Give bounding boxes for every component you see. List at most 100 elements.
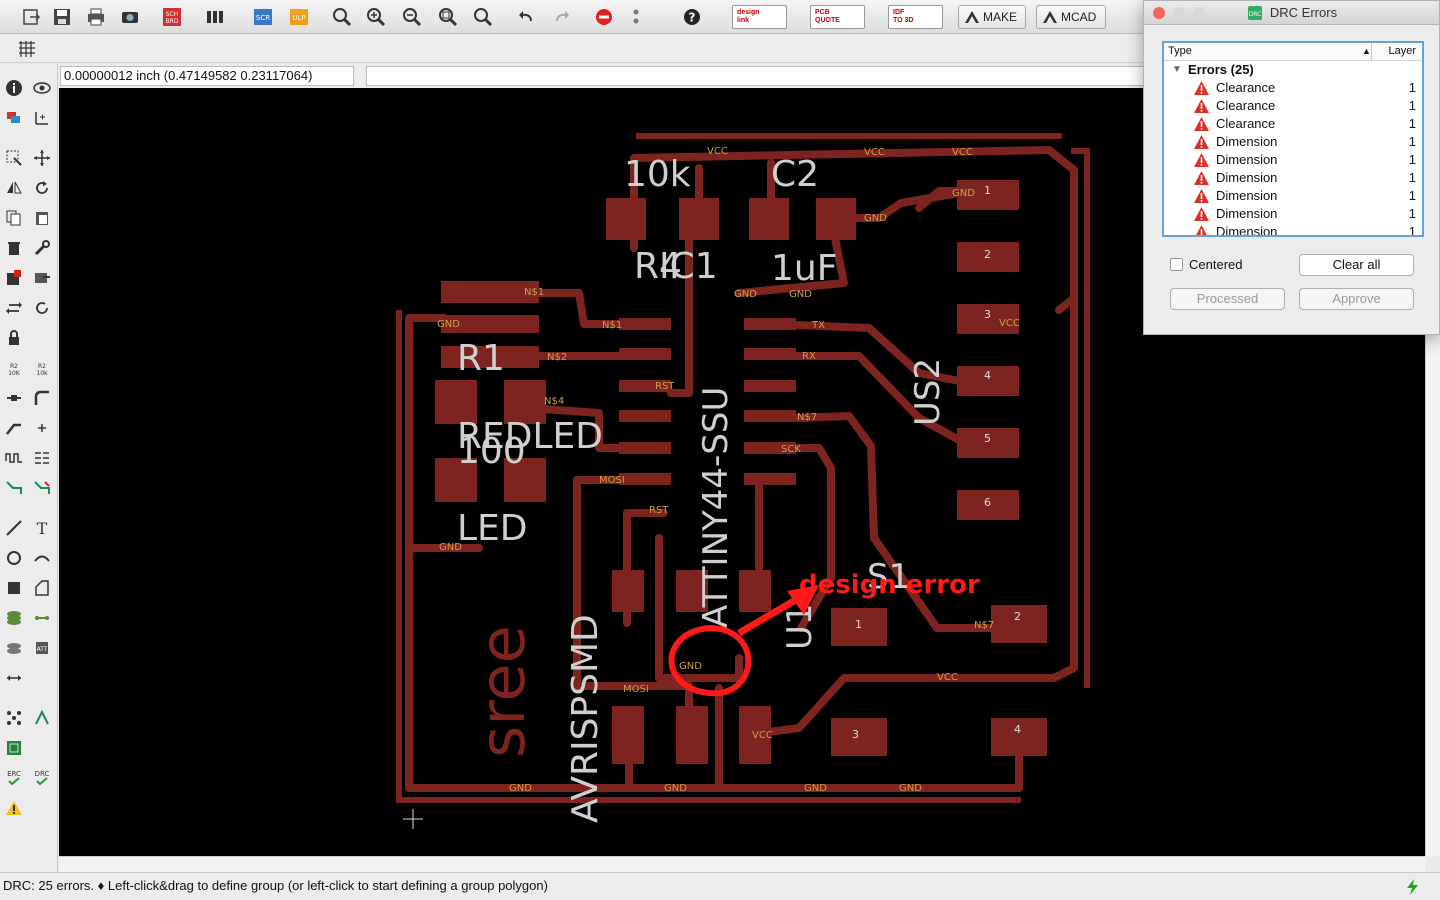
warning-icon	[1194, 99, 1209, 113]
rect-icon[interactable]	[3, 577, 25, 599]
zoom-button[interactable]	[1193, 7, 1205, 19]
via-icon[interactable]	[3, 607, 25, 629]
miter-icon[interactable]	[31, 387, 53, 409]
show-icon[interactable]	[31, 77, 53, 99]
ratsnest-icon[interactable]	[3, 707, 25, 729]
layer-column-header[interactable]: Layer	[1388, 45, 1416, 57]
mcad-button[interactable]: MCAD	[1036, 5, 1106, 29]
zoom-select-icon[interactable]	[436, 5, 460, 29]
clear-all-button[interactable]: Clear all	[1299, 254, 1414, 276]
script-icon[interactable]: SCR	[252, 5, 276, 29]
wire-icon[interactable]	[3, 517, 25, 539]
swap-icon[interactable]	[3, 297, 25, 319]
ulp-icon[interactable]: ULP	[288, 5, 312, 29]
hole-icon[interactable]	[3, 637, 25, 659]
pcb-quote-button[interactable]: PCB QUOTE	[810, 5, 865, 29]
change-icon[interactable]	[31, 237, 53, 259]
copy-icon[interactable]	[3, 207, 25, 229]
arc-icon[interactable]	[31, 547, 53, 569]
zoom-out-icon[interactable]	[400, 5, 424, 29]
auto-route-icon[interactable]	[31, 707, 53, 729]
save-icon[interactable]	[50, 5, 74, 29]
centered-checkbox[interactable]: Centered	[1170, 257, 1242, 272]
rotate-icon[interactable]	[31, 177, 53, 199]
paste-icon[interactable]	[31, 207, 53, 229]
autorouter-icon[interactable]	[31, 477, 53, 499]
meander-icon[interactable]	[3, 447, 25, 469]
help-icon[interactable]: ?	[680, 5, 704, 29]
erc-icon[interactable]: ERC	[3, 767, 25, 789]
errors-icon[interactable]	[3, 797, 25, 819]
polygon-icon[interactable]	[31, 577, 53, 599]
grid-icon[interactable]	[16, 37, 40, 61]
text-icon[interactable]: T	[31, 517, 53, 539]
mark-icon[interactable]	[31, 107, 53, 129]
dimension-icon[interactable]	[3, 667, 25, 689]
label-us2: US2	[908, 358, 948, 426]
print-icon[interactable]	[84, 5, 108, 29]
stop-icon[interactable]	[592, 5, 616, 29]
redo-icon[interactable]	[550, 5, 574, 29]
lightning-icon[interactable]	[1406, 879, 1420, 895]
errors-group-row[interactable]: ▼ Errors (25)	[1164, 61, 1422, 79]
make-button[interactable]: MAKE	[958, 5, 1026, 29]
command-line-input[interactable]	[366, 66, 1146, 86]
drc-icon[interactable]: DRC	[31, 767, 53, 789]
library-icon[interactable]	[204, 5, 228, 29]
approve-button[interactable]: Approve	[1299, 288, 1414, 310]
horizontal-scrollbar[interactable]	[59, 856, 1425, 872]
display-layers-icon[interactable]	[3, 107, 25, 129]
delete-icon[interactable]	[3, 237, 25, 259]
smash-icon[interactable]	[3, 387, 25, 409]
add-icon[interactable]	[3, 267, 25, 289]
group-icon[interactable]	[3, 147, 25, 169]
lock-icon[interactable]	[3, 327, 25, 349]
checkbox-box[interactable]	[1170, 258, 1183, 271]
type-column-header[interactable]: Type	[1168, 45, 1192, 57]
close-button[interactable]	[1153, 7, 1165, 19]
move-icon[interactable]	[31, 147, 53, 169]
split-icon[interactable]	[3, 417, 25, 439]
zoom-fit-icon[interactable]	[330, 5, 354, 29]
undo-icon[interactable]	[514, 5, 538, 29]
signal-icon[interactable]	[31, 607, 53, 629]
idf-to-3d-button[interactable]: IDF TO 3D	[888, 5, 943, 29]
info-icon[interactable]	[3, 77, 25, 99]
disclosure-triangle-icon[interactable]: ▼	[1172, 64, 1182, 75]
zoom-in-icon[interactable]	[364, 5, 388, 29]
zoom-redraw-icon[interactable]	[472, 5, 496, 29]
go-icon[interactable]	[624, 5, 648, 29]
net-label: RST	[649, 505, 669, 516]
mirror-icon[interactable]	[3, 177, 25, 199]
route-icon[interactable]	[3, 477, 25, 499]
open-icon[interactable]	[20, 5, 44, 29]
minimize-button[interactable]	[1173, 7, 1185, 19]
circle-icon[interactable]	[3, 547, 25, 569]
ripup-icon[interactable]	[31, 447, 53, 469]
error-type: Dimension	[1216, 170, 1278, 185]
design-link-button[interactable]: design link	[732, 5, 787, 29]
dialog-titlebar[interactable]: DRC DRC Errors	[1144, 1, 1439, 25]
processed-button[interactable]: Processed	[1170, 288, 1285, 310]
board-icon[interactable]	[3, 737, 25, 759]
optimize-icon[interactable]	[31, 417, 53, 439]
replace-icon[interactable]	[31, 267, 53, 289]
attribute-icon[interactable]: ATT	[31, 637, 53, 659]
cam-icon[interactable]	[118, 5, 142, 29]
error-layer: 1	[1408, 188, 1416, 203]
lock-rotate-icon[interactable]	[31, 297, 53, 319]
